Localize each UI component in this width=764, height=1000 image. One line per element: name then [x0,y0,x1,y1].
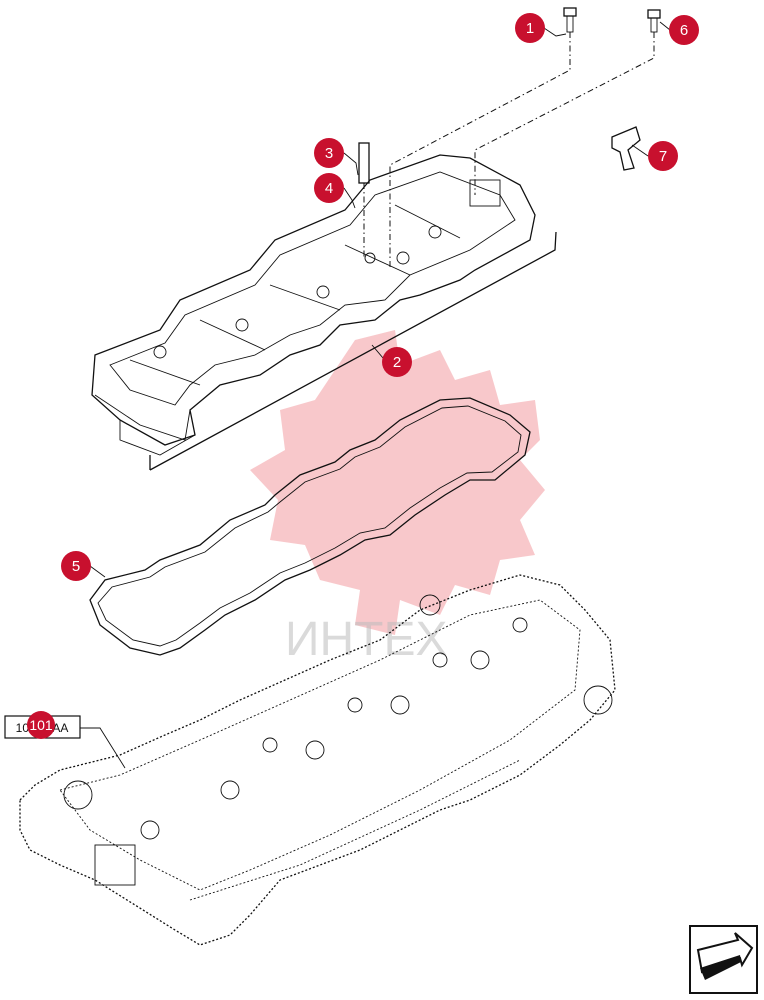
watermark-gear-logo [250,330,545,635]
leader-7 [631,144,649,157]
cover-base-plate [149,231,557,471]
leader-6 [659,21,671,31]
valve-cover-gasket [89,397,531,656]
assembly-line-bolt-1 [389,32,571,268]
svg-text:6: 6 [680,22,688,39]
callout-1[interactable]: 1 [515,13,545,43]
bolt-6 [647,9,661,33]
svg-text:101: 101 [29,717,53,733]
leader-2 [371,344,384,359]
callout-5[interactable]: 5 [61,551,91,581]
callout-2[interactable]: 2 [382,347,412,377]
pin-3 [358,142,370,184]
leader-ref [80,727,126,769]
callout-7[interactable]: 7 [648,141,678,171]
valve-cover [91,154,536,456]
callout-3[interactable]: 3 [314,138,344,168]
leader-3 [343,152,359,176]
next-page-arrow-icon[interactable] [689,925,758,994]
leader-1 [543,27,567,37]
callout-4[interactable]: 4 [314,173,344,203]
svg-text:3: 3 [325,145,333,162]
svg-text:4: 4 [325,180,333,197]
reference-link[interactable]: 10.101AA 101 [4,711,81,739]
valve-cover-gasket-inner [97,405,522,647]
clip-7 [611,126,641,171]
svg-text:5: 5 [72,558,80,575]
callout-6[interactable]: 6 [669,15,699,45]
bolt-1 [563,7,577,33]
watermark-text: ИНТЕХ [285,613,448,666]
svg-text:7: 7 [659,148,667,165]
svg-text:2: 2 [393,354,401,371]
cylinder-head [19,574,616,946]
leader-5 [89,565,106,578]
assembly-line-bolt-6 [474,32,655,195]
leader-4 [343,187,356,209]
svg-text:1: 1 [526,20,534,37]
